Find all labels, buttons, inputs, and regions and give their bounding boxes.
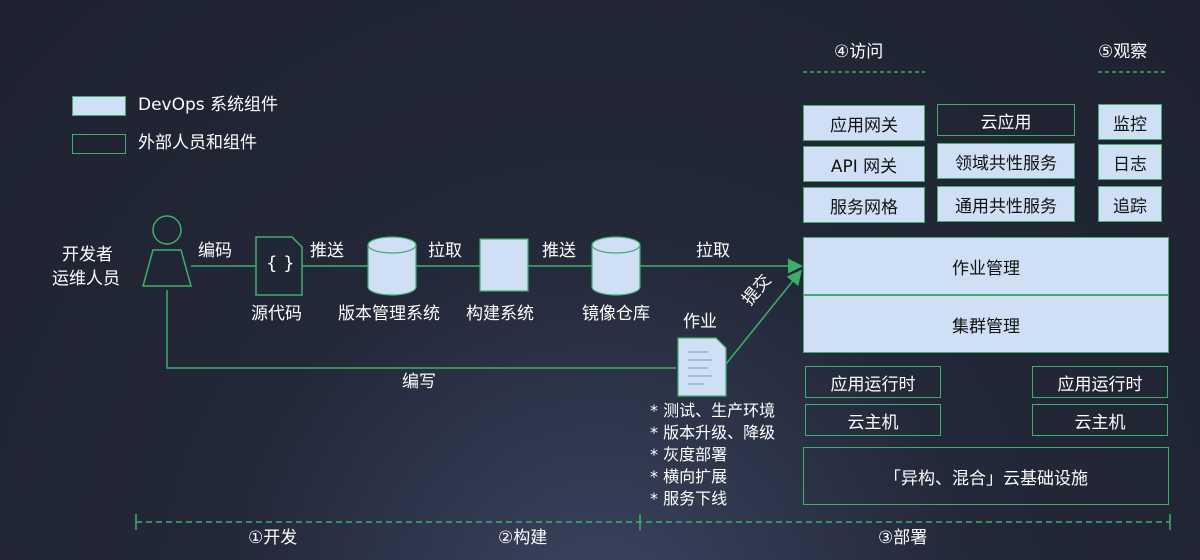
cluster-management-box: 集群管理	[803, 295, 1169, 353]
app-gateway-box: 应用网关	[803, 105, 925, 141]
job-doc-shape	[677, 337, 727, 397]
legend-external-label: 外部人员和组件	[138, 133, 257, 153]
source-doc-shape	[255, 236, 303, 296]
flow-pull1-label: 拉取	[428, 241, 462, 261]
person-body	[142, 249, 192, 287]
domain-services-box: 领域共性服务	[937, 143, 1075, 179]
phase-deploy-label: ③部署	[878, 528, 928, 548]
person-head	[152, 215, 182, 245]
vcs-cylinder	[367, 236, 417, 296]
observe-title: ⑤观察	[1098, 42, 1148, 62]
build-system-shape	[479, 238, 529, 292]
flow-write-label: 编写	[402, 372, 436, 392]
flow-code-label: 编码	[198, 241, 232, 261]
flow-pull2-label: 拉取	[696, 241, 730, 261]
actor-developer-label: 开发者	[62, 245, 113, 265]
job-note: * 服务下线	[650, 489, 728, 508]
phase-build-label: ②构建	[498, 528, 548, 548]
line-job-to-platform	[725, 269, 802, 365]
actor-ops-label: 运维人员	[52, 269, 120, 289]
infrastructure-box: 「异构、混合」云基础设施	[803, 447, 1169, 505]
job-label: 作业	[683, 312, 717, 332]
monitor-box: 监控	[1098, 104, 1162, 140]
runtime-right-box: 应用运行时	[1032, 366, 1168, 398]
build-system-label: 构建系统	[466, 304, 534, 324]
legend-external-swatch	[72, 134, 126, 154]
job-note: * 横向扩展	[650, 467, 728, 486]
line-person-to-job	[166, 290, 676, 369]
host-left-box: 云主机	[805, 404, 941, 436]
flow-push2-label: 推送	[542, 241, 576, 261]
cloud-app-box: 云应用	[937, 104, 1075, 136]
access-title: ④访问	[834, 42, 884, 62]
job-note: * 灰度部署	[650, 445, 728, 464]
job-management-box: 作业管理	[803, 237, 1169, 295]
api-gateway-box: API 网关	[803, 146, 925, 182]
service-mesh-box: 服务网格	[803, 187, 925, 223]
legend-devops-swatch	[72, 96, 126, 116]
flow-push1-label: 推送	[310, 241, 344, 261]
trace-box: 追踪	[1098, 186, 1162, 222]
host-right-box: 云主机	[1032, 404, 1168, 436]
job-note: * 版本升级、降级	[650, 423, 776, 442]
source-code-icon: { }	[266, 253, 295, 274]
legend-devops-label: DevOps 系统组件	[138, 95, 279, 115]
registry-cylinder	[591, 236, 641, 296]
runtime-left-box: 应用运行时	[805, 366, 941, 398]
common-services-box: 通用共性服务	[937, 186, 1075, 222]
job-notes-list: * 测试、生产环境 * 版本升级、降级 * 灰度部署 * 横向扩展 * 服务下线	[650, 400, 775, 510]
logs-box: 日志	[1098, 144, 1162, 180]
source-code-label: 源代码	[251, 304, 302, 324]
job-note: * 测试、生产环境	[650, 401, 776, 420]
registry-label: 镜像仓库	[582, 304, 650, 324]
vcs-label: 版本管理系统	[338, 304, 440, 324]
phase-develop-label: ①开发	[248, 528, 298, 548]
